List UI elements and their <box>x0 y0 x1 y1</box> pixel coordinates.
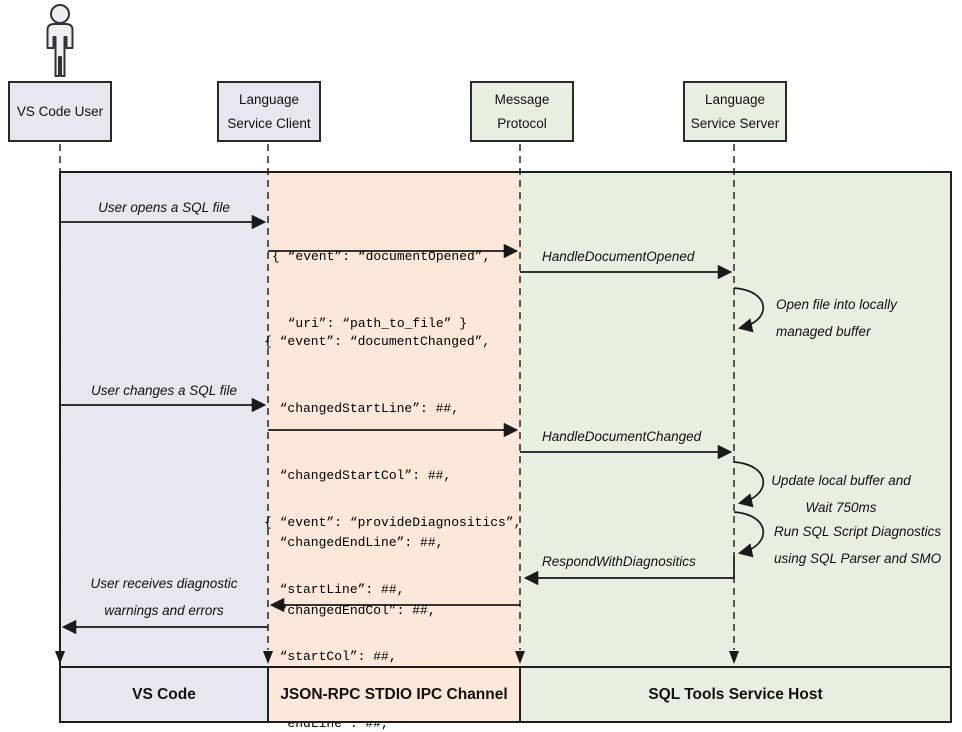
note-line1: Run SQL Script Diagnostics <box>774 524 942 539</box>
label-user-changes-file: User changes a SQL file <box>90 383 238 398</box>
payload-line: “changedStartLine”: ##, <box>264 401 460 417</box>
note-line2: using SQL Parser and SMO <box>774 551 942 566</box>
actor-label-line2: Protocol <box>497 116 547 131</box>
payload-line: “startCol”: ##, <box>264 649 397 665</box>
payload-line: “startLine”: ##, <box>264 582 405 598</box>
label-user-opens-file: User opens a SQL file <box>98 200 230 215</box>
lane-label: JSON-RPC STDIO IPC Channel <box>280 685 508 703</box>
actor-language-service-server: Language Service Server <box>683 81 787 142</box>
actor-label-line2: Service Client <box>227 116 311 131</box>
payload-document-opened: { “event”: “documentOpened”, “uri”: “pat… <box>272 201 490 380</box>
lane-band-service-host <box>520 172 951 668</box>
lane-band-ipc-channel <box>268 172 520 668</box>
lane-label: VS Code <box>132 685 196 703</box>
payload-line: “changedEndLine”: ##, <box>264 535 444 551</box>
person-body <box>46 23 74 77</box>
actor-label-line1: Language <box>238 92 300 107</box>
note-line1: Update local buffer and <box>771 473 911 488</box>
actor-label-line1: Message <box>494 92 550 107</box>
note-line2: managed buffer <box>776 324 871 339</box>
note-open-file: Open file into locally managed buffer <box>776 291 897 345</box>
actor-label: VS Code User <box>16 104 104 119</box>
label-handle-document-opened: HandleDocumentOpened <box>542 249 695 264</box>
payload-line: { “event”: “documentChanged”, <box>264 333 491 349</box>
user-person-icon <box>46 4 74 77</box>
payload-line: { “event”: “documentOpened”, <box>272 248 491 264</box>
actor-message-protocol: Message Protocol <box>470 81 574 142</box>
lane-box-service-host: SQL Tools Service Host <box>519 666 952 723</box>
payload-line: “changedStartCol”: ##, <box>264 468 452 484</box>
label-handle-document-changed: HandleDocumentChanged <box>542 429 702 444</box>
lane-label: SQL Tools Service Host <box>648 685 823 703</box>
lane-band-vscode <box>60 172 268 668</box>
actor-language-service-client: Language Service Client <box>217 81 321 142</box>
actor-vscode-user: VS Code User <box>8 81 112 142</box>
label-line1: User receives diagnostic <box>90 576 238 591</box>
label-respond-with-diagnostics: RespondWithDiagnositics <box>542 554 696 569</box>
payload-line: “changedEndCol”: ##, <box>264 602 436 618</box>
lane-box-ipc-channel: JSON-RPC STDIO IPC Channel <box>267 666 521 723</box>
label-line2: warnings and errors <box>104 603 224 618</box>
lane-box-vscode: VS Code <box>59 666 269 723</box>
label-user-receives-diagnostics: User receives diagnostic warnings and er… <box>60 570 268 624</box>
note-run-diagnostics: Run SQL Script Diagnostics using SQL Par… <box>774 518 941 572</box>
note-line1: Open file into locally <box>776 297 897 312</box>
payload-line: “uri”: “path_to_file” } <box>272 316 468 332</box>
actor-label-line2: Service Server <box>690 116 780 131</box>
person-head <box>50 4 70 24</box>
actor-label-line1: Language <box>704 92 766 107</box>
note-line2: Wait 750ms <box>805 500 877 515</box>
payload-line: { “event”: “provideDiagnositics”, <box>264 514 522 530</box>
note-update-buffer: Update local buffer and Wait 750ms <box>770 467 912 521</box>
